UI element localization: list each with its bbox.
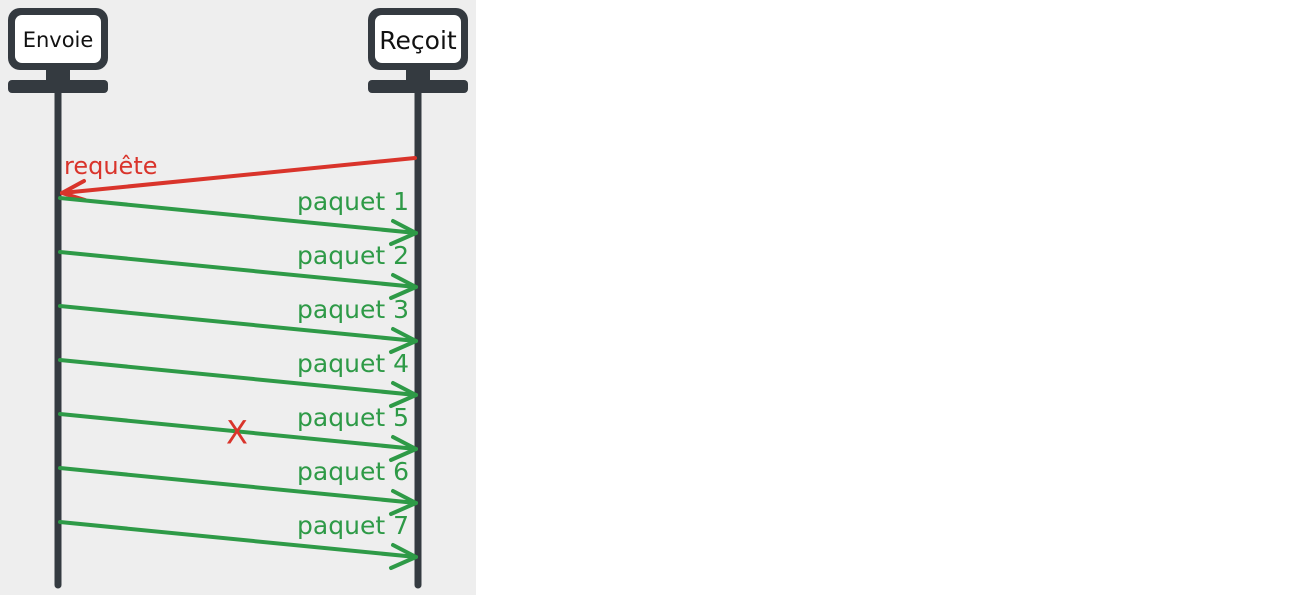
packet-arrow [58,358,418,408]
sender-label: Envoie [23,28,94,52]
packet-arrow [58,250,418,300]
packet-arrow [58,412,418,462]
receiver-label: Reçoit [379,26,457,55]
packet-arrows: paquet 1 paquet 2 paquet 3 paquet 4 paquet 5… [58,187,418,570]
packet-label: paquet 3 [297,295,409,324]
packet-arrow [58,304,418,354]
request-arrow [60,156,417,202]
packet-label: paquet 5 [297,403,409,432]
packet-arrow [58,520,418,570]
request-label: requête [64,152,158,180]
packet-arrow [58,196,418,246]
packet-loss-marker: X [226,413,248,451]
packet-arrow [58,466,418,516]
packet-label: paquet 2 [297,241,409,270]
packet-label: paquet 6 [297,457,409,486]
packet-label: paquet 4 [297,349,409,378]
sender-computer-icon [8,8,108,93]
packet-label: paquet 1 [297,187,409,216]
packet-label: paquet 7 [297,511,409,540]
receiver-computer-icon [368,8,468,93]
